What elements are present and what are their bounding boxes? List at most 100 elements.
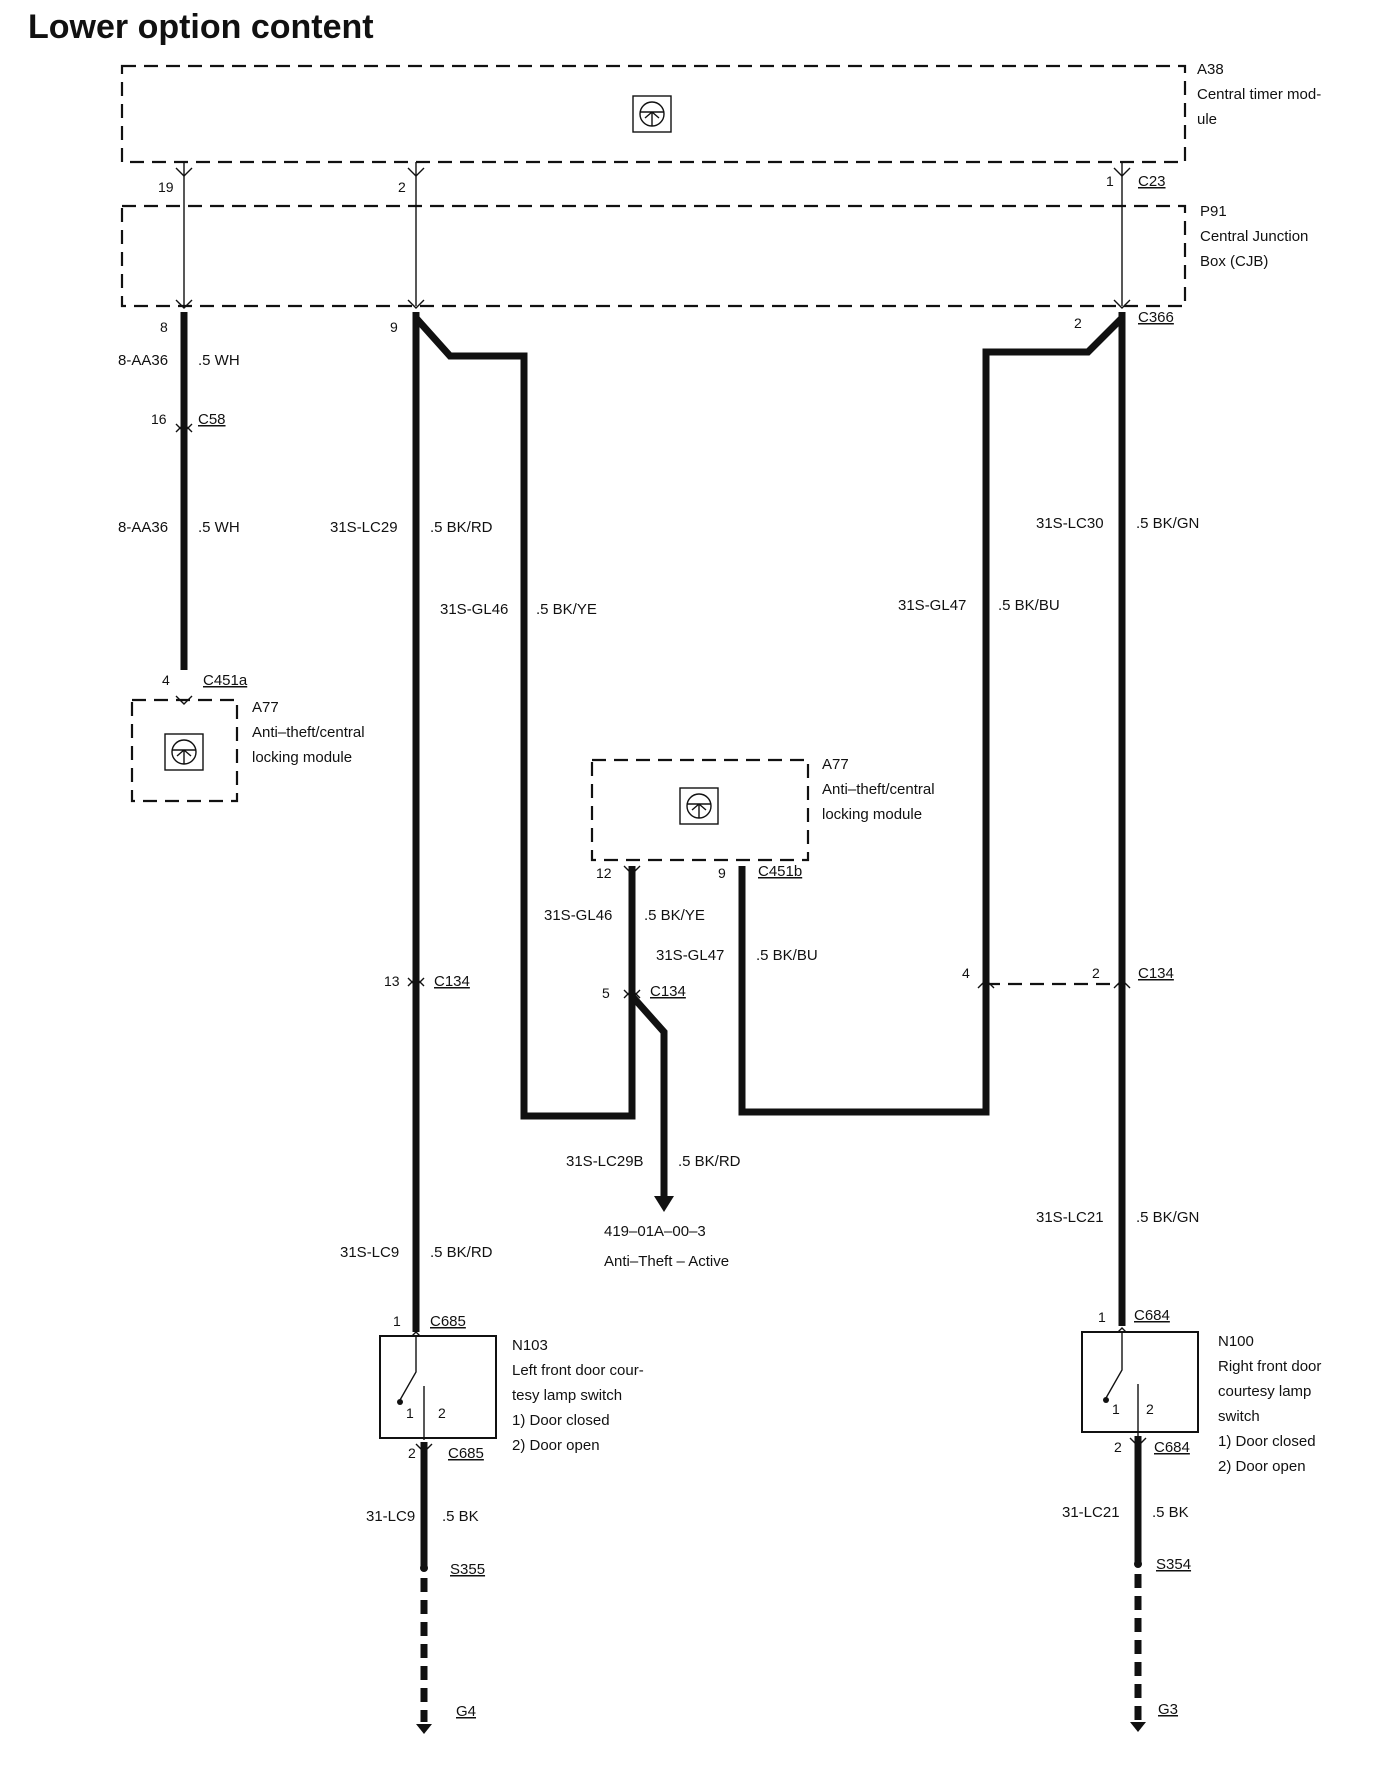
pin-c451b-9: 9 <box>718 865 726 881</box>
wire-lc30-circuit: 31S-LC30 <box>1036 515 1104 532</box>
p91-name-line2: Box (CJB) <box>1200 253 1268 270</box>
pin-a38-2: 2 <box>398 179 406 195</box>
n103-switch-box <box>379 1335 497 1439</box>
c684-bottom-marker <box>1129 1437 1147 1447</box>
wire-lc29b-circuit: 31S-LC29B <box>566 1153 644 1170</box>
pin-c134-4: 4 <box>962 965 970 981</box>
connector-c134-right: C134 <box>1138 965 1174 982</box>
splice-s355: S355 <box>450 1561 485 1578</box>
pin-c134-5: 5 <box>602 985 610 1001</box>
a38-module-outline <box>120 64 1187 164</box>
wire-gl47-bottom-spec: .5 BK/BU <box>756 947 818 964</box>
connector-c451a: C451a <box>203 672 248 689</box>
a77-center-name-line1: Anti–theft/central <box>822 781 935 798</box>
pin-c685-2: 2 <box>408 1445 416 1461</box>
n100-switch-box <box>1081 1331 1199 1433</box>
splice-s354: S354 <box>1156 1556 1191 1573</box>
n100-name-line3: switch <box>1218 1408 1260 1425</box>
pin-c684-1: 1 <box>1098 1309 1106 1325</box>
pin-c451a-4: 4 <box>162 672 170 688</box>
pin-c134-13: 13 <box>384 973 400 989</box>
c134-right-markers <box>977 979 1131 989</box>
wire-lc9-ground-circuit: 31-LC9 <box>366 1508 415 1525</box>
pin-a38-1: 1 <box>1106 173 1114 189</box>
wire-31s-gl47-loop <box>982 315 1125 984</box>
wire-gl47-bottom-circuit: 31S-GL47 <box>656 947 724 964</box>
wire-lc29b-spec: .5 BK/RD <box>678 1153 741 1170</box>
wire-31s-gl46-loop <box>413 315 636 1120</box>
s355-splice-dot <box>420 1564 428 1572</box>
n103-option-1: 1) Door closed <box>512 1412 610 1429</box>
s354-splice-dot <box>1134 1560 1142 1568</box>
wire-gl47-top-circuit: 31S-GL47 <box>898 597 966 614</box>
a77-center-module-outline <box>590 758 810 862</box>
a38-name-line2: ule <box>1197 111 1217 128</box>
c685-bottom-marker <box>415 1443 433 1453</box>
a77-left-module-icon <box>164 733 204 771</box>
wire-aa36-bottom-spec: .5 WH <box>198 519 240 536</box>
n100-switch-pin-1: 1 <box>1112 1401 1120 1417</box>
wire-gl46-top-spec: .5 BK/YE <box>536 601 597 618</box>
wire-aa36-top-spec: .5 WH <box>198 352 240 369</box>
n100-name-line1: Right front door <box>1218 1358 1321 1375</box>
pin-a38-19: 19 <box>158 179 174 195</box>
n100-option-2: 2) Door open <box>1218 1458 1306 1475</box>
n103-switch-pin-2: 2 <box>438 1405 446 1421</box>
a38-pin-markers <box>175 167 1131 177</box>
n100-switch-pin-2: 2 <box>1146 1401 1154 1417</box>
wire-lc21-ground-spec: .5 BK <box>1152 1504 1189 1521</box>
p91-name-line1: Central Junction <box>1200 228 1308 245</box>
a38-id: A38 <box>1197 61 1224 78</box>
c451a-marker <box>175 695 193 705</box>
cjb-module-outline <box>120 204 1187 308</box>
wire-lc29-circuit: 31S-LC29 <box>330 519 398 536</box>
n103-name-line1: Left front door cour- <box>512 1362 644 1379</box>
connector-c685-top: C685 <box>430 1313 466 1330</box>
a77-center-id: A77 <box>822 756 849 773</box>
a77-center-module-icon <box>679 787 719 825</box>
pin-c451b-12: 12 <box>596 865 612 881</box>
wire-gl46-bottom-circuit: 31S-GL46 <box>544 907 612 924</box>
n103-switch-icon <box>397 1336 425 1440</box>
connector-c23: C23 <box>1138 173 1166 190</box>
wire-lc21-spec: .5 BK/GN <box>1136 1209 1199 1226</box>
wire-lc9-ground-spec: .5 BK <box>442 1508 479 1525</box>
cjb-pin-markers <box>175 299 1131 309</box>
pin-cjb-2: 2 <box>1074 315 1082 331</box>
connector-c685-bottom: C685 <box>448 1445 484 1462</box>
wire-lc9-spec: .5 BK/RD <box>430 1244 493 1261</box>
pin-cjb-8: 8 <box>160 319 168 335</box>
c134-left-marker <box>407 977 425 987</box>
ground-g4-icon <box>416 1724 432 1734</box>
a77-left-name-line1: Anti–theft/central <box>252 724 365 741</box>
wire-gl46-bottom-spec: .5 BK/YE <box>644 907 705 924</box>
pin-c134-2: 2 <box>1092 965 1100 981</box>
connector-c684-top: C684 <box>1134 1307 1170 1324</box>
wire-aa36-top-circuit: 8-AA36 <box>118 352 168 369</box>
c58-marker <box>175 423 193 433</box>
reference-code: 419–01A–00–3 <box>604 1223 706 1240</box>
wire-lc30-spec: .5 BK/GN <box>1136 515 1199 532</box>
n100-id: N100 <box>1218 1333 1254 1350</box>
n100-name-line2: courtesy lamp <box>1218 1383 1311 1400</box>
p91-id: P91 <box>1200 203 1227 220</box>
wire-31s-gl47-center <box>738 866 990 1116</box>
connector-c366: C366 <box>1138 309 1174 326</box>
a38-module-icon <box>632 95 672 133</box>
wire-lc21-ground-circuit: 31-LC21 <box>1062 1504 1120 1521</box>
n100-switch-icon <box>1103 1332 1139 1436</box>
wire-aa36-bottom-circuit: 8-AA36 <box>118 519 168 536</box>
a38-name-line1: Central timer mod- <box>1197 86 1321 103</box>
n100-option-1: 1) Door closed <box>1218 1433 1316 1450</box>
pin-c684-2: 2 <box>1114 1439 1122 1455</box>
wire-31s-lc29b <box>629 993 668 1196</box>
page-title: Lower option content <box>28 8 374 46</box>
n103-switch-pin-1: 1 <box>406 1405 414 1421</box>
pin-c58-16: 16 <box>151 411 167 427</box>
n103-option-2: 2) Door open <box>512 1437 600 1454</box>
ground-g3: G3 <box>1158 1701 1178 1718</box>
a77-left-module-outline <box>130 698 239 803</box>
ref-arrow-icon <box>654 1196 674 1212</box>
wire-lc21-circuit: 31S-LC21 <box>1036 1209 1104 1226</box>
